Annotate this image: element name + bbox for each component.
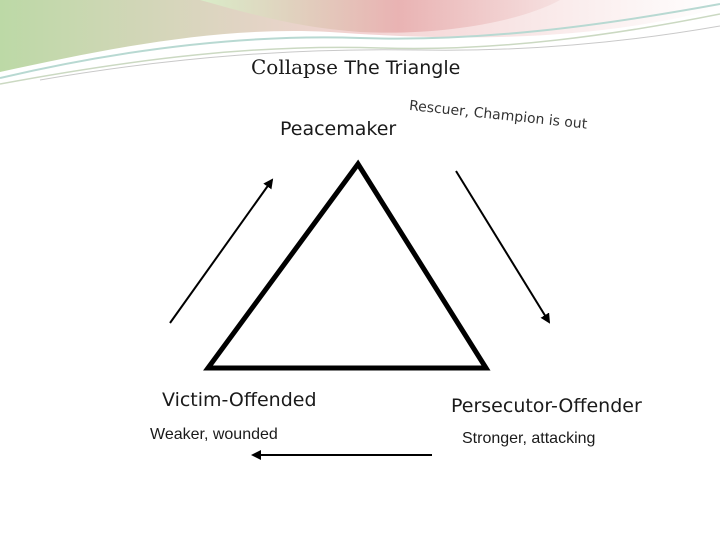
- slide-title: Collapse The Triangle: [251, 55, 460, 79]
- title-part1: Collapse: [251, 55, 338, 79]
- persecutor-label: Persecutor-Offender: [451, 395, 642, 417]
- victim-description: Weaker, wounded: [150, 426, 278, 443]
- peacemaker-label: Peacemaker: [280, 118, 397, 140]
- title-part2: The Triangle: [344, 57, 461, 79]
- arrow-up-left: [169, 178, 274, 324]
- persecutor-description: Stronger, attacking: [462, 430, 596, 447]
- arrow-down-right: [455, 170, 551, 324]
- decorative-banner: [0, 0, 720, 85]
- drama-triangle: [203, 159, 491, 371]
- victim-label: Victim-Offended: [162, 389, 317, 411]
